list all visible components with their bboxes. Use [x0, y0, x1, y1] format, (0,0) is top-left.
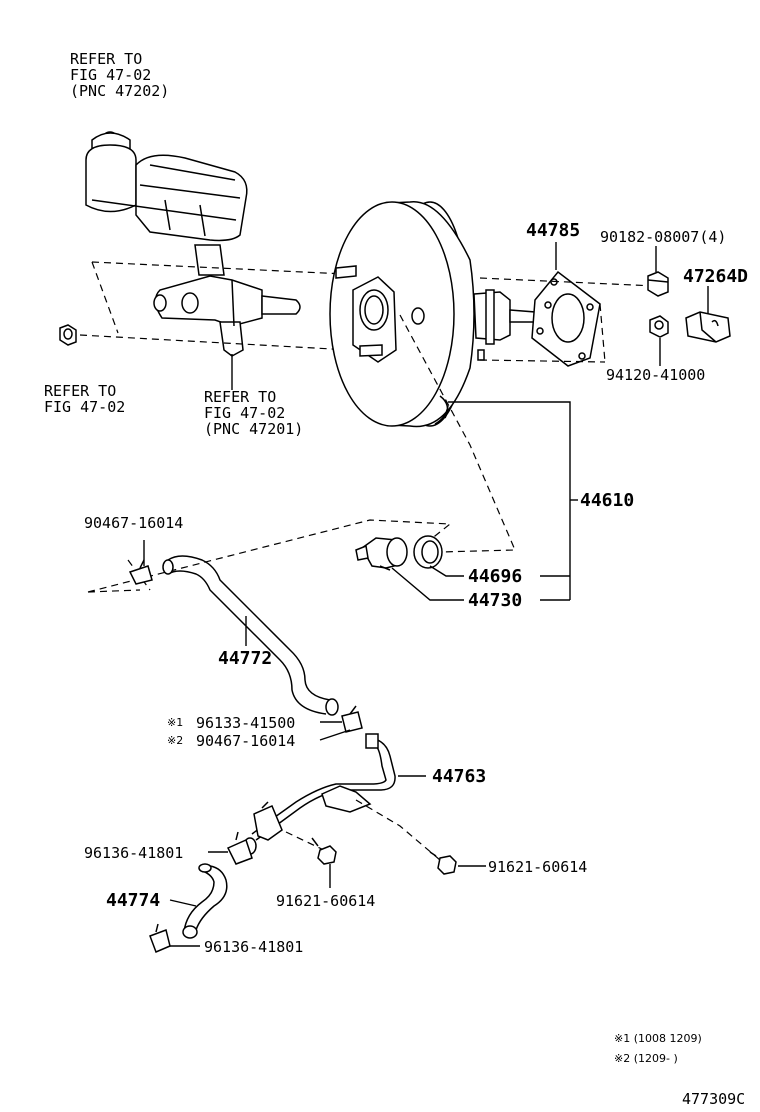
- part-44763-label[interactable]: 44763: [432, 766, 486, 787]
- part-91621-60614-right-label[interactable]: 91621-60614: [488, 858, 587, 876]
- footnote-2: ※2 (1209- ): [614, 1052, 678, 1065]
- grommet-drawing: [413, 535, 443, 569]
- master-cyl-ref-line3: (PNC 47201): [204, 420, 303, 438]
- diagram-id: 477309C: [682, 1090, 745, 1108]
- brake-booster-drawing: [329, 201, 536, 428]
- clamp-c-drawing: [226, 831, 253, 865]
- left-nut-ref-line1: REFER TO: [44, 382, 116, 400]
- mark-2-a: ※2: [167, 734, 183, 747]
- part-96136-41801-lower-label[interactable]: 96136-41801: [204, 938, 303, 956]
- brake-fluid-reservoir-drawing: [85, 131, 248, 242]
- booster-gasket-drawing: [531, 270, 601, 367]
- clamp-top-drawing: [128, 559, 153, 585]
- part-91621-60614-bottom-label[interactable]: 91621-60614: [276, 892, 375, 910]
- part-44785-label[interactable]: 44785: [526, 220, 580, 241]
- left-nut-drawing: [59, 324, 77, 346]
- bolt-a-drawing: [311, 837, 337, 865]
- part-90467-16014-mid-label[interactable]: 90467-16014: [196, 732, 295, 750]
- reservoir-ref-line3: (PNC 47202): [70, 82, 169, 100]
- clamp-mid-drawing: [341, 705, 363, 733]
- reservoir-ref-line1: REFER TO: [70, 50, 142, 68]
- left-nut-ref-line2: FIG 47-02: [44, 398, 125, 416]
- vacuum-pipe-drawing: [243, 733, 396, 855]
- bolt-b-drawing: [429, 851, 457, 875]
- lower-vacuum-hose-drawing: [182, 863, 228, 939]
- master-cyl-ref-line2: FIG 47-02: [204, 404, 285, 422]
- nut-bottom-drawing: [649, 315, 669, 338]
- clamp-d-drawing: [149, 923, 171, 953]
- part-44696-label[interactable]: 44696: [468, 566, 522, 587]
- part-90467-16014-top-label[interactable]: 90467-16014: [84, 514, 183, 532]
- part-90182-08007-label[interactable]: 90182-08007(4): [600, 228, 726, 246]
- part-96136-41801-upper-label[interactable]: 96136-41801: [84, 844, 183, 862]
- check-valve-drawing: [355, 537, 408, 571]
- master-cylinder-drawing: [153, 244, 301, 357]
- part-44774-label[interactable]: 44774: [106, 890, 160, 911]
- part-44610-label[interactable]: 44610: [580, 490, 634, 511]
- part-44730-label[interactable]: 44730: [468, 590, 522, 611]
- footnote-1: ※1 (1008 1209): [614, 1032, 702, 1045]
- part-44772-label[interactable]: 44772: [218, 648, 272, 669]
- reservoir-ref-line2: FIG 47-02: [70, 66, 151, 84]
- mark-1-a: ※1: [167, 716, 183, 729]
- part-47264D-label[interactable]: 47264D: [683, 266, 748, 287]
- part-96133-41500-label[interactable]: 96133-41500: [196, 714, 295, 732]
- master-cyl-ref-line1: REFER TO: [204, 388, 276, 406]
- part-94120-41000-label[interactable]: 94120-41000: [606, 366, 705, 384]
- bracket-drawing: [685, 311, 731, 343]
- nut-top-drawing: [647, 271, 669, 297]
- upper-vacuum-hose-drawing: [162, 555, 339, 716]
